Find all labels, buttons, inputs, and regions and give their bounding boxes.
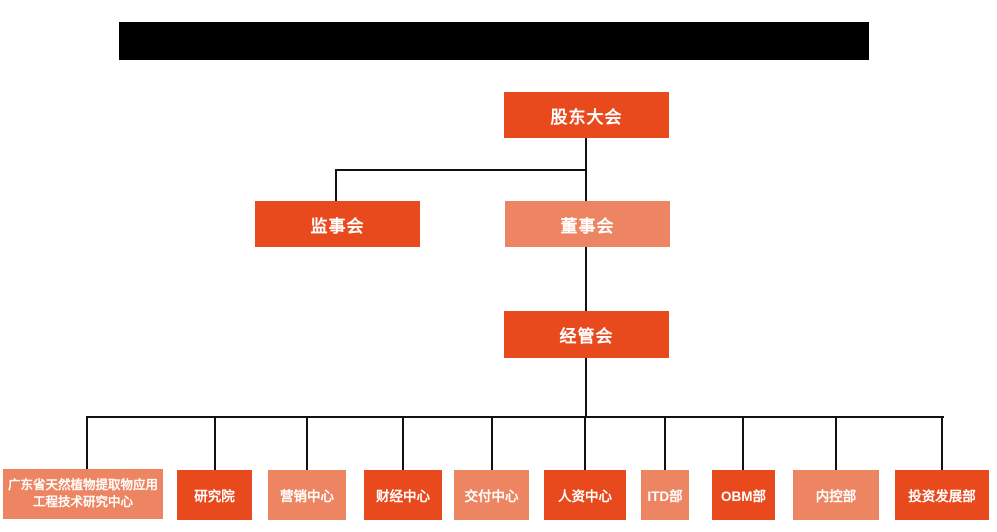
org-node-finance-center: 财经中心 <box>364 470 442 520</box>
org-node-research-institute: 研究院 <box>177 470 252 520</box>
node-label: ITD部 <box>647 489 683 504</box>
connector-dept-drop <box>402 416 404 470</box>
org-node-itd-department: ITD部 <box>641 470 689 520</box>
node-label: 董事会 <box>560 216 615 236</box>
connector-dept-drop <box>835 416 837 470</box>
node-label: 人资中心 <box>558 489 612 504</box>
connector-supervisory-drop <box>335 169 337 201</box>
node-label: 财经中心 <box>376 489 430 504</box>
connector-departments-horizontal <box>86 416 944 418</box>
node-label: OBM部 <box>721 489 766 504</box>
connector-board-drop <box>585 169 587 201</box>
org-node-board-of-directors: 董事会 <box>505 201 670 247</box>
connector-dept-drop <box>306 416 308 470</box>
org-node-supervisory-board: 监事会 <box>255 201 420 247</box>
org-node-marketing-center: 营销中心 <box>268 470 346 520</box>
node-label: 投资发展部 <box>908 489 976 504</box>
org-node-shareholders-meeting: 股东大会 <box>504 92 669 138</box>
node-label: 研究院 <box>194 489 235 504</box>
node-label: 广东省天然植物提取物应用工程技术研究中心 <box>7 478 158 509</box>
connector-dept-drop <box>584 416 586 470</box>
org-node-investment-development-department: 投资发展部 <box>895 470 989 520</box>
connector-dept-drop <box>941 416 943 470</box>
org-node-obm-department: OBM部 <box>712 470 775 520</box>
connector-board-to-management <box>585 247 587 311</box>
node-label: 内控部 <box>815 489 857 504</box>
connector-level2-horizontal <box>335 169 587 171</box>
connector-dept-drop <box>214 416 216 470</box>
org-node-hr-center: 人资中心 <box>544 470 626 520</box>
redacted-title-bar <box>119 22 869 60</box>
connector-dept-drop <box>664 416 666 470</box>
connector-dept-drop <box>491 416 493 470</box>
node-label: 交付中心 <box>464 489 519 504</box>
org-node-delivery-center: 交付中心 <box>454 470 529 520</box>
node-label: 监事会 <box>310 216 365 236</box>
connector-root-down <box>585 138 587 171</box>
node-label: 股东大会 <box>550 107 623 127</box>
connector-dept-drop <box>86 416 88 470</box>
node-label: 经管会 <box>559 327 614 346</box>
org-node-research-center: 广东省天然植物提取物应用工程技术研究中心 <box>3 469 163 519</box>
connector-dept-drop <box>742 416 744 470</box>
connector-management-down <box>585 358 587 418</box>
node-label: 营销中心 <box>280 489 334 504</box>
org-node-management-committee: 经管会 <box>504 311 669 358</box>
org-node-internal-control-department: 内控部 <box>793 470 879 520</box>
